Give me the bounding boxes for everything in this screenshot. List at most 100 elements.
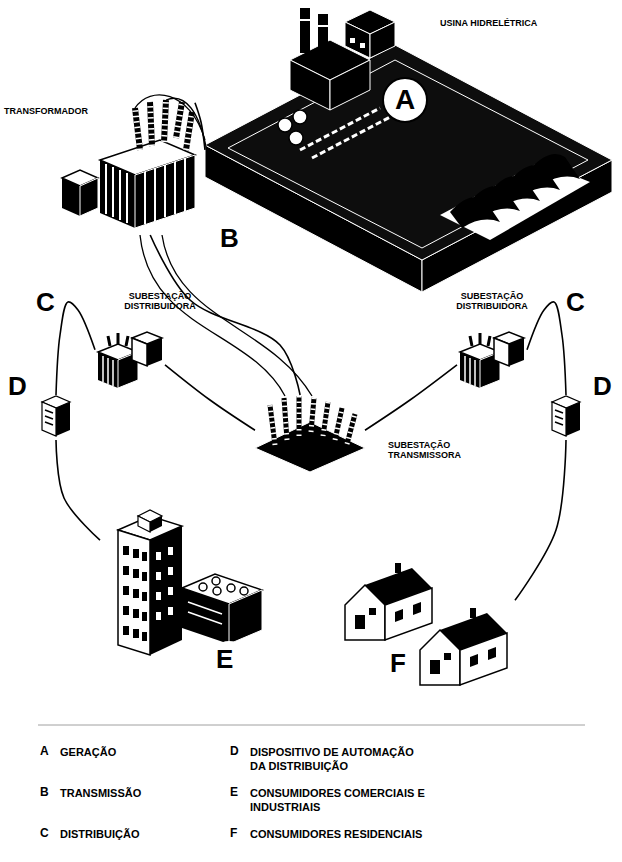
commercial-building-drawing <box>150 526 182 655</box>
callout-letter: A <box>390 86 420 114</box>
component-label: SUBESTAÇÃO DISTRIBUIDORA <box>116 291 204 312</box>
house-drawing <box>395 609 403 622</box>
hydro-plant-drawing <box>278 118 292 132</box>
hydro-plant-drawing <box>350 38 355 43</box>
transformer: TRANSFORMADOR <box>55 100 195 235</box>
legend-text: CONSUMIDORES COMERCIAIS E INDUSTRIAIS <box>250 786 428 815</box>
callout-letter: C <box>36 288 60 317</box>
commercial-building-drawing <box>229 590 262 644</box>
legend-entry: CONSUMIDORES RESIDENCIAIS <box>250 827 580 841</box>
transformer-drawing <box>135 100 192 150</box>
hydro-plant-drawing <box>205 45 612 260</box>
power-line <box>365 365 457 430</box>
distribution-substation-drawing <box>103 356 113 386</box>
legend-text: GERAÇÃO <box>60 745 116 759</box>
hydro-plant-drawing <box>205 8 612 292</box>
automation-device-drawing <box>56 402 70 436</box>
callout-letter: B <box>220 224 244 253</box>
transformer-drawing <box>80 178 98 216</box>
hydro-plant: USINA HIDRELÉTRICAA <box>205 35 612 292</box>
legend-entry: TRANSMISSÃO <box>60 786 210 800</box>
callout-letter: D <box>593 372 617 401</box>
transformer-drawing <box>100 160 135 228</box>
house-drawing <box>444 653 451 660</box>
component-label: SUBESTAÇÃO DISTRIBUIDORA <box>448 291 536 312</box>
hydro-plant-drawing <box>300 20 328 26</box>
transmission-substation-drawing <box>270 396 355 445</box>
hydro-plant-drawing <box>330 60 370 110</box>
house-drawing <box>460 633 507 685</box>
house-drawing <box>488 647 496 660</box>
hydro-plant-drawing <box>370 22 395 58</box>
connector-group <box>56 103 566 601</box>
house-drawing <box>369 608 376 615</box>
legend-letter: D <box>230 744 246 760</box>
label-ground <box>388 646 414 678</box>
hydro-plant-drawing <box>228 60 588 248</box>
legend-text: DISPOSITIVO DE AUTOMAÇÃO DA DISTRIBUIÇÃO <box>250 745 428 774</box>
callout-letter: C <box>566 288 590 317</box>
separator-line <box>38 725 585 726</box>
automation-device-drawing <box>552 402 566 436</box>
component-label: SUBESTAÇÃO TRANSMISSORA <box>388 440 478 461</box>
hydro-plant-drawing <box>289 131 303 145</box>
distribution-substation-drawing <box>108 333 128 346</box>
transformer-drawing <box>135 95 205 140</box>
house-drawing <box>385 588 432 640</box>
legend-text: DISTRIBUIÇÃO <box>60 827 139 841</box>
transformer-drawing <box>145 158 185 224</box>
commercial-building-drawing <box>188 602 222 624</box>
power-line <box>195 103 205 150</box>
house-drawing <box>470 654 478 667</box>
distribution-substation-drawing <box>98 332 162 388</box>
hydro-plant-drawing <box>383 78 427 122</box>
house-drawing <box>413 602 421 615</box>
distribution-substation: SUBESTAÇÃO DISTRIBUIDORA <box>457 330 527 390</box>
power-line <box>56 440 100 540</box>
house-drawing <box>345 563 432 640</box>
transmission-substation: SUBESTAÇÃO TRANSMISSORA <box>255 395 365 470</box>
commercial-building-drawing <box>138 516 150 532</box>
house-drawing <box>470 608 476 618</box>
residential-houses: F <box>335 560 515 690</box>
commercial-building-drawing <box>210 641 248 679</box>
hydro-plant-drawing <box>300 108 392 158</box>
distribution-substation-drawing <box>132 338 147 366</box>
hydro-plant-drawing <box>293 110 307 124</box>
power-line <box>527 302 566 395</box>
transformer-drawing <box>135 100 192 150</box>
callout-letter: E <box>216 645 242 674</box>
automation-device: D <box>550 395 582 440</box>
legend-letter: B <box>40 785 56 801</box>
hydro-plant-drawing <box>300 8 310 53</box>
transmission-lines <box>162 235 312 396</box>
power-line <box>165 365 255 430</box>
distribution-substation-drawing <box>147 338 162 366</box>
automation-device-drawing <box>555 410 563 425</box>
automation-device-drawing <box>552 396 580 436</box>
hydro-plant-drawing <box>290 60 330 110</box>
distribution-substation-drawing <box>460 352 480 388</box>
transmission-substation-drawing <box>255 396 365 472</box>
transmission-substation-drawing <box>270 396 355 445</box>
commercial-building-drawing <box>118 510 262 679</box>
hydro-plant-drawing <box>345 22 370 58</box>
commercial-building-drawing <box>123 546 147 641</box>
automation-device-drawing <box>42 402 56 436</box>
commercial-building-drawing <box>227 584 235 592</box>
commercial-building-drawing <box>118 530 150 655</box>
distribution-substation-drawing <box>509 338 524 366</box>
transformer-drawing <box>166 98 207 152</box>
transmission-lines <box>140 235 312 396</box>
legend-text: TRANSMISSÃO <box>60 786 141 800</box>
transformer-drawing <box>62 178 80 216</box>
commercial-building-drawing <box>240 587 248 595</box>
house-drawing <box>430 660 440 674</box>
hydro-plant-drawing <box>530 154 580 185</box>
legend-letter: E <box>230 785 246 801</box>
automation-device-drawing <box>566 402 580 436</box>
hydro-plant-drawing <box>360 43 365 48</box>
